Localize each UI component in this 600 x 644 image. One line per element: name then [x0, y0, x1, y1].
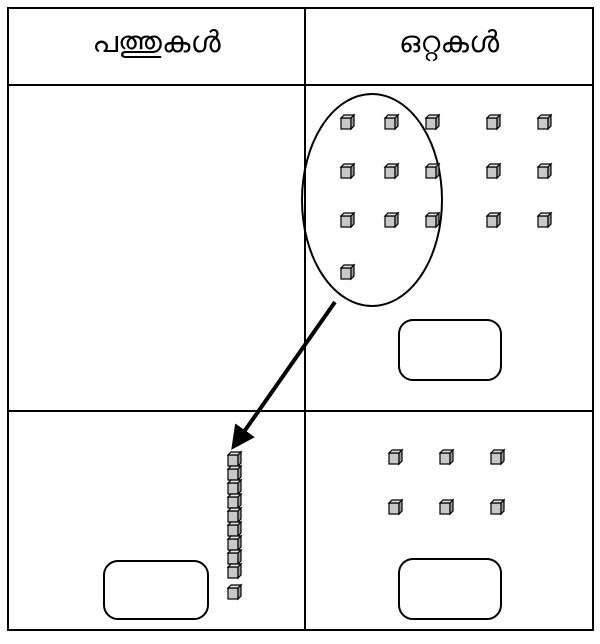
cube	[538, 164, 551, 178]
cube	[487, 115, 500, 129]
bottom-ones-cubes	[389, 450, 504, 514]
cube	[389, 450, 402, 464]
rod-cube	[228, 550, 241, 564]
cube	[491, 500, 504, 514]
cube	[341, 115, 354, 129]
rod-cube	[228, 536, 241, 550]
rod-cube	[228, 466, 241, 480]
cube	[491, 450, 504, 464]
answer-box-top-ones[interactable]	[399, 320, 501, 380]
cube	[341, 213, 354, 227]
cube	[440, 450, 453, 464]
table-border	[8, 8, 593, 630]
rod-cube	[228, 494, 241, 508]
cube	[426, 115, 439, 129]
cube	[426, 164, 439, 178]
tens-rod	[228, 452, 241, 599]
cube	[538, 115, 551, 129]
cube	[538, 213, 551, 227]
rod-cube	[228, 564, 241, 578]
regroup-arrow	[234, 302, 335, 446]
cube	[341, 265, 354, 279]
rod-cube	[228, 585, 241, 599]
rod-cube	[228, 480, 241, 494]
cube	[487, 213, 500, 227]
rod-cube	[228, 508, 241, 522]
tens-column-header: പത്തുകൾ	[8, 0, 305, 85]
cube	[341, 164, 354, 178]
top-ones-cubes	[341, 115, 551, 279]
cube	[426, 213, 439, 227]
ones-column-header: ഒറ്റകൾ	[305, 0, 593, 85]
answer-box-bottom-ones[interactable]	[399, 559, 501, 619]
group-ellipse	[302, 94, 442, 306]
cube	[385, 164, 398, 178]
cube	[389, 500, 402, 514]
cube	[440, 500, 453, 514]
cube	[385, 213, 398, 227]
answer-box-bottom-tens[interactable]	[104, 561, 208, 619]
cube	[487, 164, 500, 178]
rod-cube	[228, 522, 241, 536]
rod-cube	[228, 452, 241, 466]
cube	[385, 115, 398, 129]
